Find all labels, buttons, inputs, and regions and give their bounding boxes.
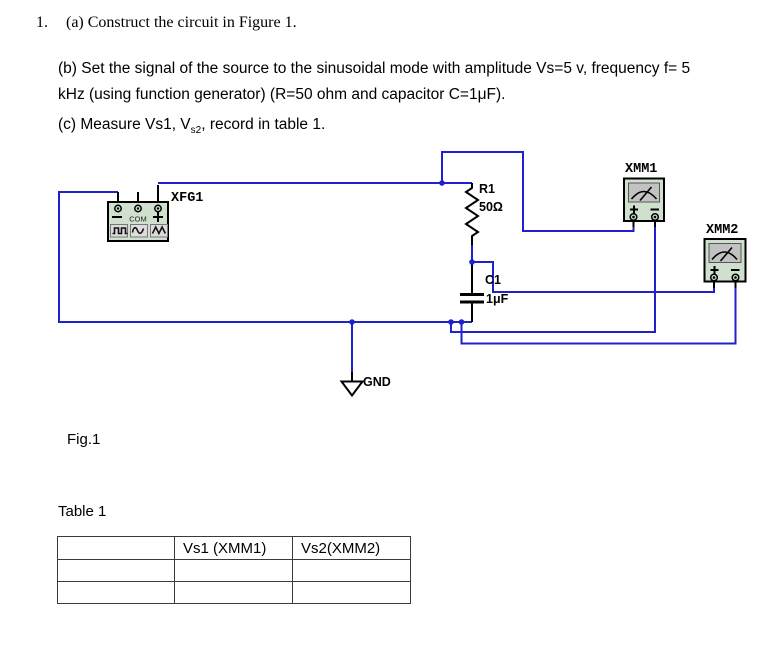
ground-icon xyxy=(339,380,365,398)
resistor-label: R1 xyxy=(479,182,495,196)
sine-wave-icon xyxy=(131,226,145,235)
instruction-item-b: (b) Set the signal of the source to the … xyxy=(58,56,690,108)
xmm2-plus-terminal-dot xyxy=(712,276,716,279)
wire-xmm2-minus-return xyxy=(460,287,737,345)
wire-capacitor-top-to-xmm2-plus xyxy=(472,261,715,293)
figure-caption: Fig.1 xyxy=(67,431,101,448)
ground-label: GND xyxy=(363,375,391,389)
table-cell[interactable] xyxy=(174,581,293,604)
xmm2-meter-dial-icon xyxy=(711,251,738,261)
instruction-item-c: (c) Measure Vs1, Vs2, record in table 1. xyxy=(58,116,325,136)
xmm2-display xyxy=(708,243,742,263)
part-c-suffix: , record in table 1. xyxy=(201,116,326,133)
xfg1-com-label: COM xyxy=(129,215,147,224)
table-header-row: Vs1 (XMM1) Vs2(XMM2) xyxy=(57,536,411,560)
xfg1-com-terminal-dot xyxy=(136,207,140,210)
table-cell[interactable] xyxy=(57,581,175,604)
table-cell[interactable] xyxy=(174,559,293,582)
xfg1-minus-terminal-dot xyxy=(116,207,120,210)
item-number: 1. xyxy=(36,14,48,31)
wire-xmm1-minus-return xyxy=(450,226,656,333)
junction-dot xyxy=(439,180,445,186)
triangle-wave-icon xyxy=(151,225,167,236)
xmm1-meter-needle-icon xyxy=(639,186,653,202)
wire-top-loop-to-xmm1-plus xyxy=(441,151,635,232)
function-generator-xfg1: COM XFG1 xyxy=(107,191,203,242)
capacitor-value: 1μF xyxy=(486,292,509,306)
part-b-line2: kHz (using function generator) (R=50 ohm… xyxy=(58,86,506,103)
part-c-prefix: (c) Measure Vs1, V xyxy=(58,116,191,133)
table-cell[interactable] xyxy=(57,559,175,582)
part-a-text: (a) Construct the circuit in Figure 1. xyxy=(66,14,297,31)
wire-source-minus-to-ground-rail xyxy=(58,191,472,323)
xmm1-meter-dial-icon xyxy=(630,190,658,200)
xmm2-label: XMM2 xyxy=(706,223,738,238)
resistor-value: 50Ω xyxy=(479,200,503,214)
xmm1-label: XMM1 xyxy=(625,162,657,177)
table-title: Table 1 xyxy=(58,503,107,520)
table-header-vs2: Vs2(XMM2) xyxy=(292,536,411,560)
xmm1-plus-terminal-dot xyxy=(632,215,635,219)
capacitor-label: C1 xyxy=(485,273,501,287)
multimeter-xmm1: XMM1 xyxy=(623,162,665,222)
junction-dot xyxy=(469,259,475,265)
measurement-table: Vs1 (XMM1) Vs2(XMM2) xyxy=(57,536,411,604)
table-cell[interactable] xyxy=(292,559,411,582)
circuit-diagram: R1 50Ω C1 1μF GND COM xyxy=(58,151,747,398)
junction-dot xyxy=(448,319,454,325)
multimeter-xmm2: XMM2 xyxy=(703,223,747,283)
table-header-vs1: Vs1 (XMM1) xyxy=(174,536,293,560)
part-c-subscript: s2 xyxy=(190,125,202,137)
xmm1-minus-terminal-dot xyxy=(653,215,657,219)
xmm2-meter-needle-icon xyxy=(719,246,733,262)
junction-dot xyxy=(458,319,465,325)
xmm2-minus-terminal-dot xyxy=(734,276,737,279)
resistor-symbol xyxy=(464,183,480,245)
junction-dot xyxy=(349,319,355,325)
table-row xyxy=(57,559,411,582)
xfg1-label: XFG1 xyxy=(171,191,203,206)
table-cell[interactable] xyxy=(292,581,411,604)
instruction-item-a: 1. (a) Construct the circuit in Figure 1. xyxy=(36,14,297,32)
xmm1-display xyxy=(628,182,660,203)
table-header-empty xyxy=(57,536,175,560)
part-b-line1: (b) Set the signal of the source to the … xyxy=(58,60,691,77)
table-row xyxy=(57,581,411,604)
square-wave-icon xyxy=(112,227,128,235)
xfg1-plus-terminal-dot xyxy=(156,207,160,210)
